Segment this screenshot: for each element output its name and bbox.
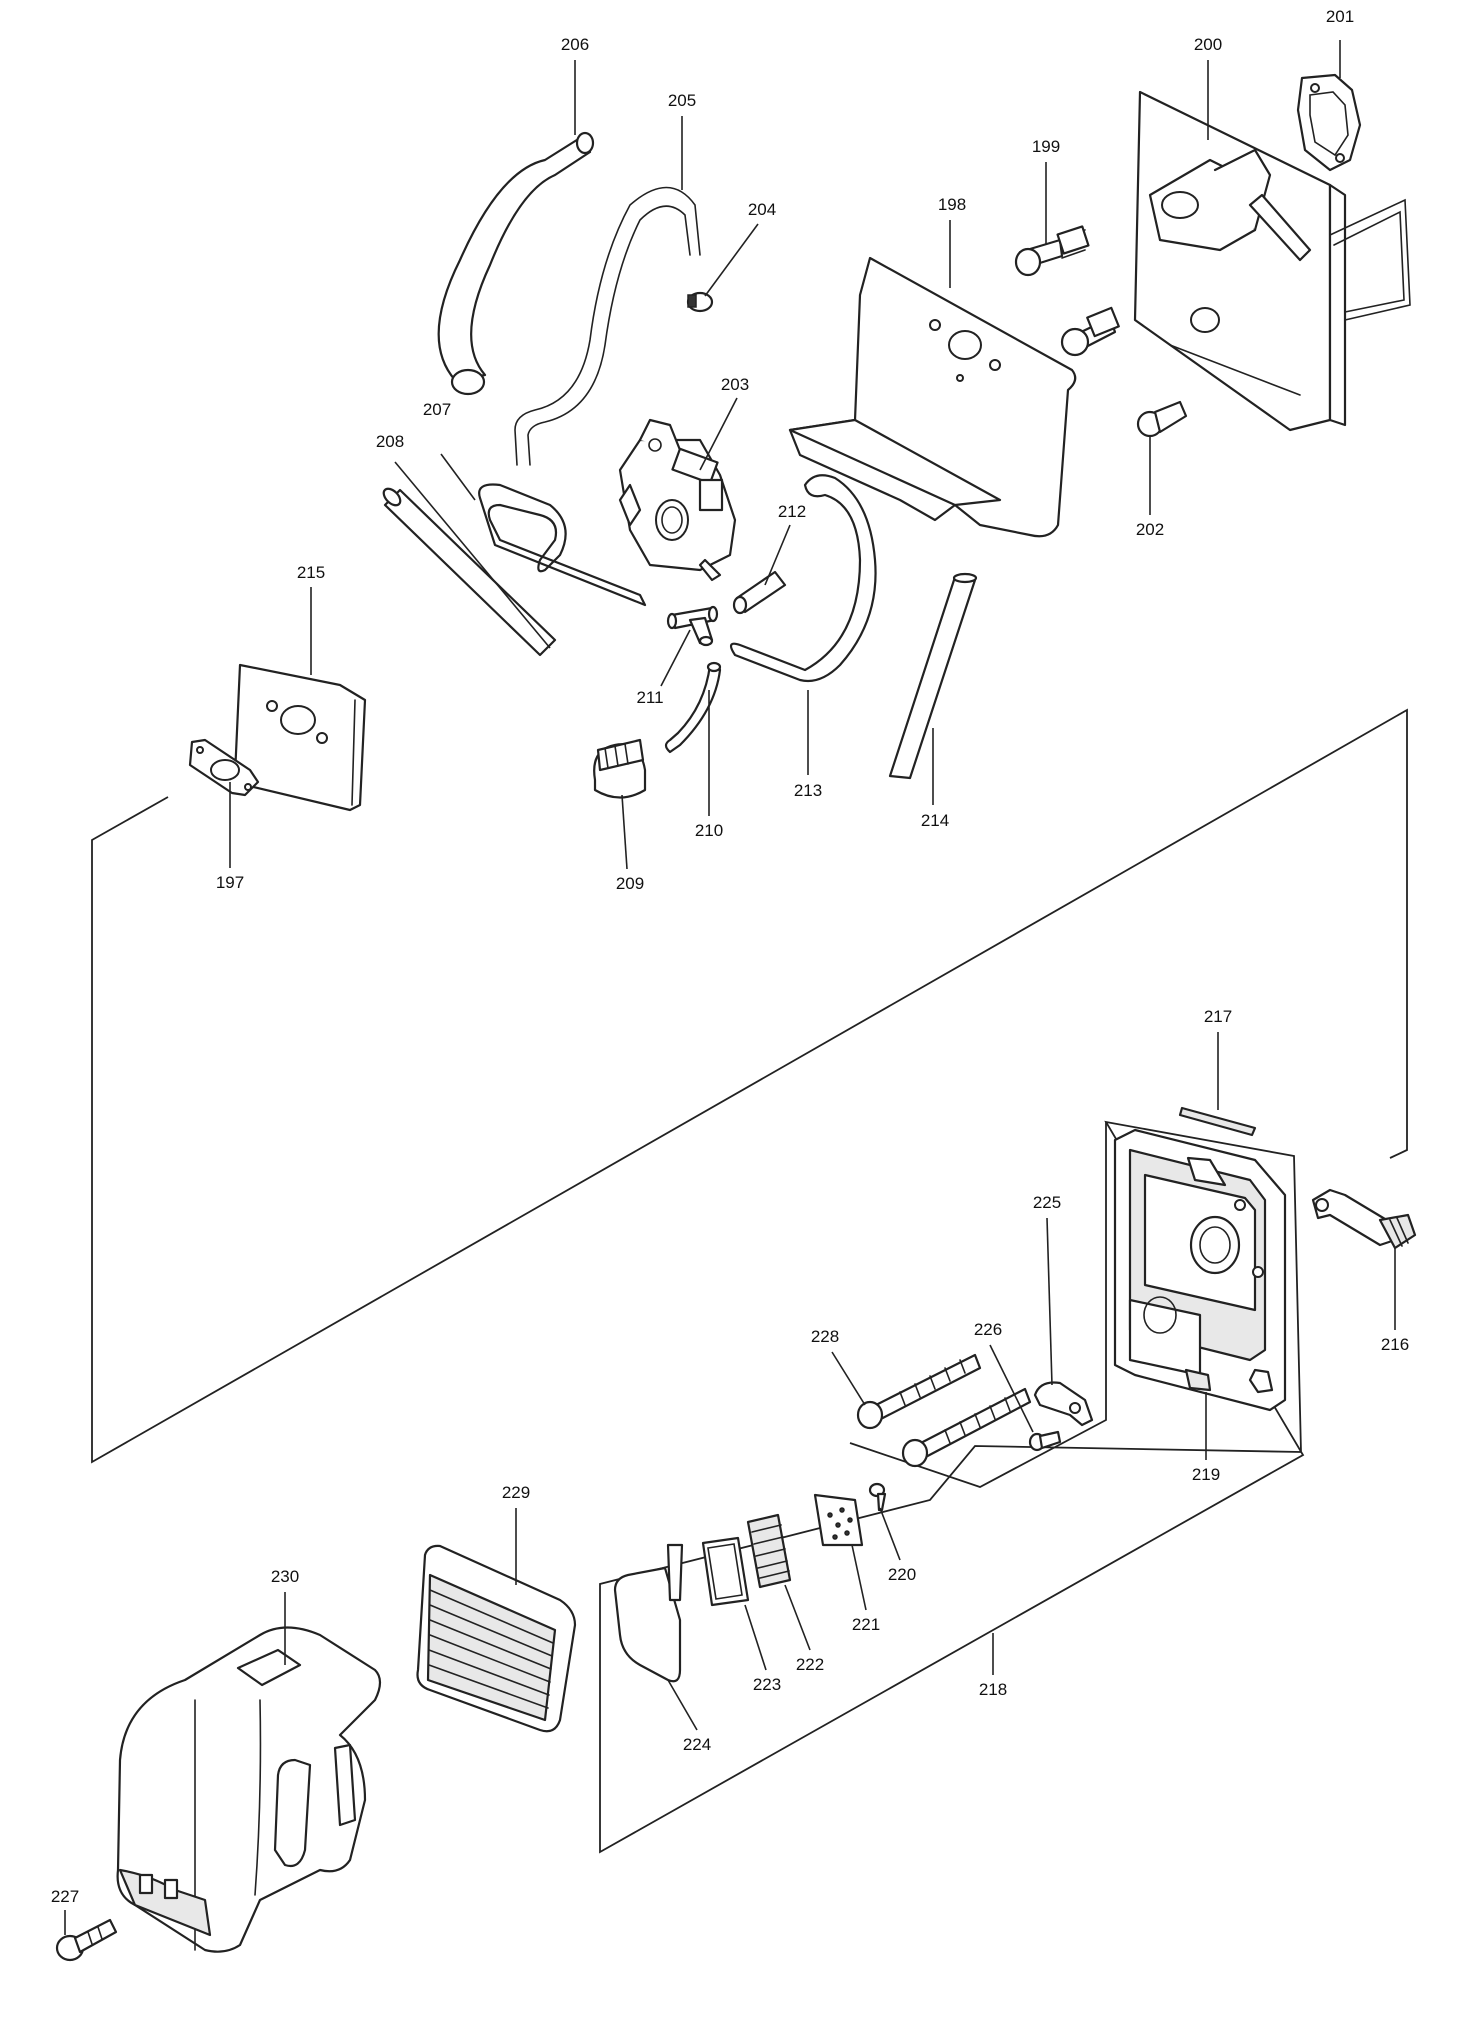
air-filter-229 [416,1544,577,1733]
carburetor-203 [618,418,737,582]
assembly-frame-left [91,708,1408,1464]
label-227: 227 [51,1887,79,1906]
label-220: 220 [888,1565,916,1584]
plate-221 [813,1493,864,1547]
choke-knob-224 [613,1543,684,1683]
screw-199-upper [1014,225,1090,277]
carburetor-bracket-200 [1133,90,1411,432]
label-230: 230 [271,1567,299,1586]
air-cleaner-cover-230 [116,1626,382,1953]
assembly-frame-218 [599,1120,1305,1854]
hose-205 [514,186,701,466]
label-214: 214 [921,811,949,830]
choke-lever-216 [1311,1188,1417,1250]
tube-208-end [382,487,402,507]
label-225: 225 [1033,1193,1061,1212]
label-200: 200 [1194,35,1222,54]
hose-210-end [706,661,722,673]
label-211: 211 [636,688,663,707]
label-229: 229 [502,1483,530,1502]
bolt-227 [55,1918,118,1962]
label-223: 223 [753,1675,781,1694]
primer-bulb-209 [593,738,647,799]
tab-219 [1184,1368,1212,1392]
tube-208 [383,488,557,657]
hose-206 [437,136,592,382]
part-labels: 206 205 204 198 199 200 201 202 203 207 … [51,7,1409,1906]
label-209: 209 [616,874,644,893]
fuel-line-207 [478,483,647,607]
label-212: 212 [778,502,806,521]
label-221: 221 [852,1615,880,1634]
hose-210 [664,662,722,754]
choke-plate-225 [1033,1381,1094,1427]
gasket-201 [1296,73,1362,172]
label-205: 205 [668,91,696,110]
strip-217 [1178,1106,1257,1137]
label-219: 219 [1192,1465,1220,1484]
tube-214-end [952,572,978,584]
label-218: 218 [979,1680,1007,1699]
screw-226 [1028,1430,1062,1452]
screen-222 [746,1513,792,1589]
label-228: 228 [811,1327,839,1346]
hose-206-end [575,131,595,155]
label-203: 203 [721,375,749,394]
label-213: 213 [794,781,822,800]
leader-lines [64,40,1396,1935]
heat-shield-198 [788,256,1077,538]
label-201: 201 [1326,7,1354,26]
air-cleaner-case [1113,1128,1287,1412]
screw-220 [868,1482,887,1512]
label-206: 206 [561,35,589,54]
t-connector-211 [666,605,719,647]
label-226: 226 [974,1320,1002,1339]
label-216: 216 [1381,1335,1409,1354]
label-197: 197 [216,873,244,892]
fuel-hose-213 [729,474,877,683]
label-208: 208 [376,432,404,451]
clip-204 [686,291,714,313]
label-215: 215 [297,563,325,582]
label-217: 217 [1204,1007,1232,1026]
label-224: 224 [683,1735,711,1754]
label-202: 202 [1136,520,1164,539]
bolt-228-lower [901,1387,1032,1468]
bolt-202 [1136,400,1188,438]
label-207: 207 [423,400,451,419]
screw-199-lower [1060,306,1120,357]
label-198: 198 [938,195,966,214]
insulator-215 [233,663,367,812]
gasket-197 [188,738,260,797]
label-199: 199 [1032,137,1060,156]
hose-205-inner [527,205,691,466]
filter-pad-223 [701,1536,750,1607]
label-210: 210 [695,821,723,840]
hose-206-end-lower [450,368,486,396]
bolt-228-upper [856,1353,982,1430]
tube-212-end [732,595,748,615]
assembly-frame-218-top [849,1122,1107,1488]
label-222: 222 [796,1655,824,1674]
label-204: 204 [748,200,776,219]
